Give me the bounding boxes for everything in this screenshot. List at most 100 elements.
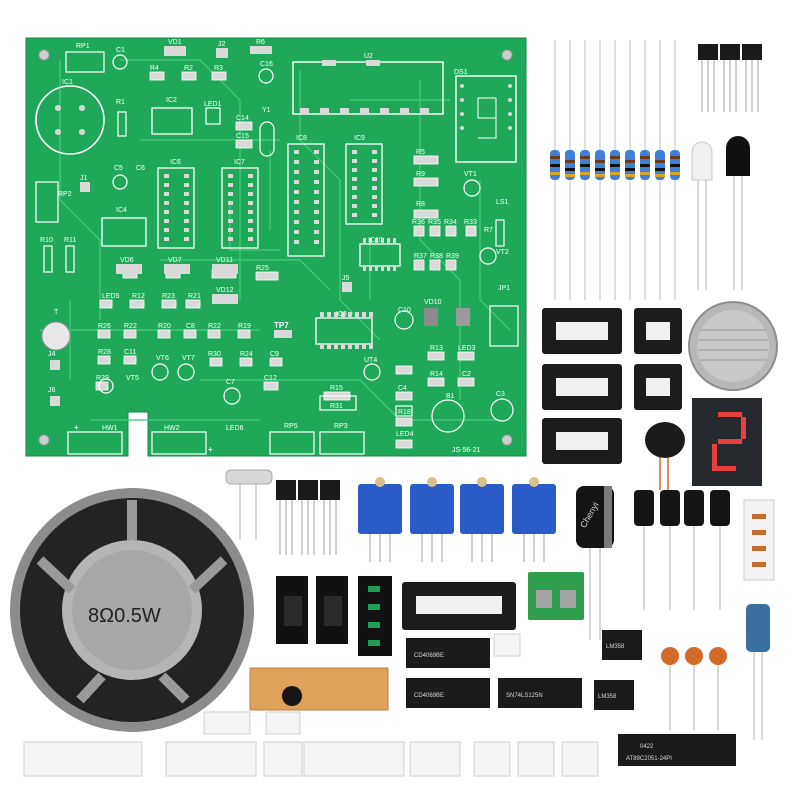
label-plus1: +	[74, 423, 79, 432]
label-r38: R38	[430, 253, 443, 260]
sensor-module	[249, 667, 389, 711]
ic-sockets	[542, 308, 682, 464]
label-j2: J2	[218, 41, 226, 48]
label-vd10: VD10	[424, 299, 442, 306]
label-c1: C1	[116, 47, 125, 54]
chip-label-cd4069: CD4069BE	[414, 653, 444, 659]
label-r35: R35	[428, 219, 441, 226]
speaker: 8Ω0.5W	[10, 488, 254, 732]
mcu-label: AT89C2051-24PI	[626, 756, 672, 762]
mcu-code: 0422	[640, 744, 654, 750]
label-c3: C3	[496, 391, 505, 398]
label-r25: R25	[256, 265, 269, 272]
label-r15: R15	[330, 385, 343, 392]
label-r4: R4	[150, 65, 159, 72]
label-c5: C5	[114, 165, 123, 172]
label-c11: C11	[124, 349, 136, 356]
transistors-top	[698, 44, 762, 112]
label-led1: LED1	[204, 101, 222, 108]
mcu-chip: 0422 AT89C2051-24PI	[618, 734, 736, 766]
label-led5: LED5	[102, 293, 120, 300]
header-strips	[23, 711, 599, 777]
label-r11: R11	[64, 237, 76, 244]
label-c8: C8	[186, 323, 195, 330]
led-white	[691, 141, 713, 290]
label-c15: C15	[236, 133, 249, 140]
pcb-board: RP1 C1 VD1 J2 R6 U2 R4 R2 R3 C16 IC1 R1 …	[25, 37, 527, 457]
label-r37: R37	[414, 253, 427, 260]
chip-label-lm358-a: LM358	[606, 644, 625, 650]
label-r9: R9	[416, 171, 425, 178]
label-c2: C2	[462, 371, 471, 378]
label-r24: R24	[240, 351, 253, 358]
dip-chip-cd4069-b: CD4069BE	[406, 678, 490, 708]
label-ic4: IC4	[116, 207, 127, 214]
crystal-oscillator	[225, 469, 273, 540]
dip-chip-lm358-a: LM358	[602, 630, 642, 660]
label-r14: R14	[430, 371, 443, 378]
label-u2: U2	[364, 53, 373, 60]
label-ic8: IC8	[296, 135, 307, 142]
label-r39: R39	[446, 253, 459, 260]
label-vt2: VT2	[496, 249, 509, 256]
pcb-silkscreen: RP1 C1 VD1 J2 R6 U2 R4 R2 R3 C16 IC1 R1 …	[40, 39, 510, 454]
transistors-middle	[276, 480, 340, 555]
label-ls1: LS1	[496, 199, 509, 206]
label-r20: R20	[158, 323, 171, 330]
label-j5: J5	[342, 275, 350, 282]
label-c9: C9	[270, 351, 279, 358]
label-ic7: IC7	[234, 159, 245, 166]
chip-label-sn74: SN74LS125N	[506, 693, 543, 699]
dip-chip-sn74: SN74LS125N	[498, 678, 582, 708]
jst-connector	[493, 633, 521, 657]
label-rp1: RP1	[76, 43, 90, 50]
label-j6: J6	[48, 387, 56, 394]
label-rp5: RP5	[284, 423, 298, 430]
dip-chip-cd4069-a: CD4069BE	[406, 638, 490, 668]
terminal-block	[528, 572, 584, 620]
label-r33: R33	[464, 219, 477, 226]
label-ic1: IC1	[62, 79, 73, 86]
ir-receiver-black	[726, 136, 750, 290]
smd-resistor-strip	[743, 499, 775, 581]
electrolytic-capacitor-large: Chenyi	[576, 486, 614, 640]
dip-socket-20	[402, 582, 516, 630]
label-vd11: VD11	[216, 257, 233, 264]
label-c4: C4	[398, 385, 407, 392]
label-vd1: VD1	[168, 39, 182, 46]
label-r1: R1	[116, 99, 125, 106]
label-j4: J4	[48, 351, 56, 358]
label-vt7: VT7	[182, 355, 195, 362]
label-r30: R30	[208, 351, 221, 358]
label-board-code: JS-56-21	[452, 447, 481, 454]
ceramic-capacitors	[661, 647, 727, 730]
label-c7: C7	[226, 379, 235, 386]
label-rp3: RP3	[334, 423, 348, 430]
label-vd7: VD7	[168, 257, 182, 264]
seven-segment-display	[692, 398, 762, 486]
dip-chip-lm358-b: LM358	[594, 680, 634, 710]
label-ic9: IC9	[354, 135, 365, 142]
label-vt1: VT1	[464, 171, 477, 178]
label-r22b: R22	[208, 323, 221, 330]
gas-sensor	[688, 301, 778, 391]
label-led6: LED6	[226, 425, 244, 432]
small-capacitors	[634, 490, 730, 610]
label-c14: C14	[236, 115, 249, 122]
label-ic6: IC6	[170, 159, 181, 166]
label-vd12: VD12	[216, 287, 234, 294]
label-r36: R36	[412, 219, 425, 226]
label-r7: R7	[484, 227, 493, 234]
label-r18: R18	[398, 409, 411, 416]
chip-label-lm358-b: LM358	[598, 694, 617, 700]
label-led4: LED4	[396, 431, 414, 438]
label-r13: R13	[430, 345, 443, 352]
label-vd6: VD6	[120, 257, 134, 264]
label-r26: R26	[98, 323, 111, 330]
label-r21: R21	[188, 293, 201, 300]
label-vt5: VT5	[126, 375, 139, 382]
led-strip-tape	[358, 576, 392, 656]
label-r3: R3	[214, 65, 223, 72]
label-r34: R34	[444, 219, 457, 226]
